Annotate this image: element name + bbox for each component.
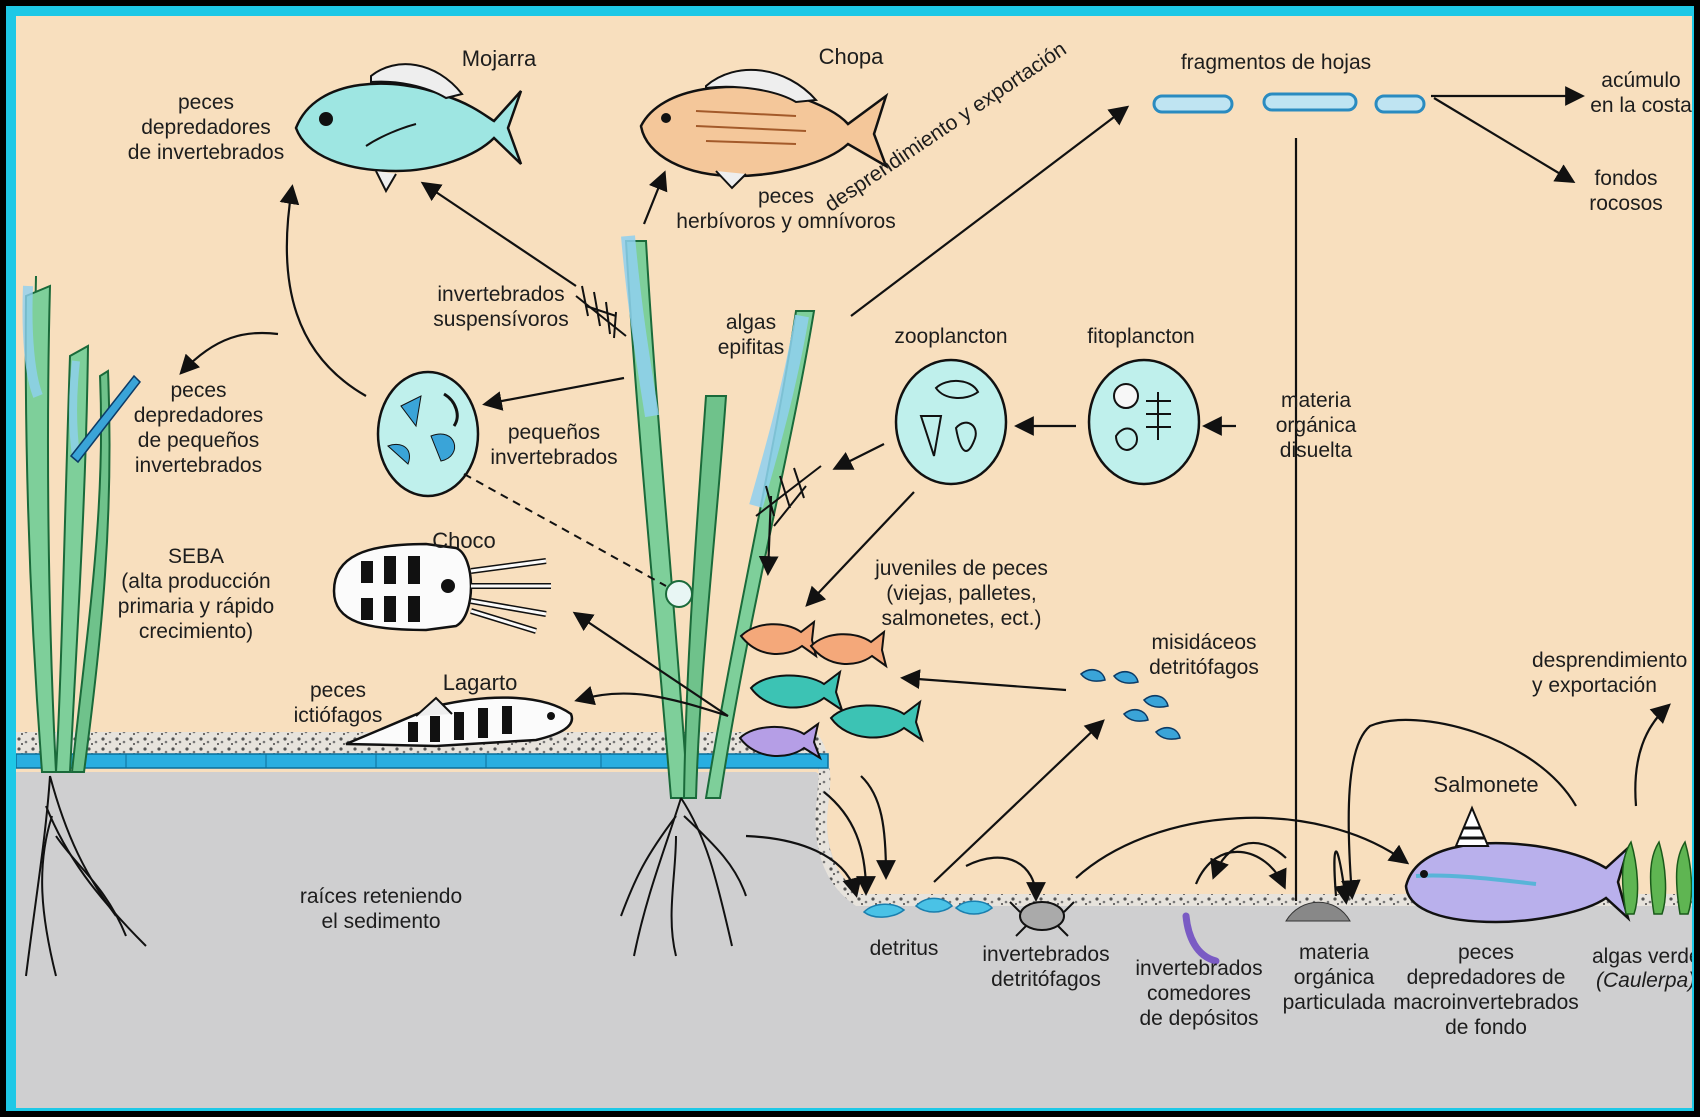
label-misidaceos: misidáceos detritófagos — [1134, 630, 1274, 680]
label-peces-herbivoros: peces herbívoros y omnívoros — [646, 184, 926, 234]
mojarra-fish — [296, 64, 521, 191]
label-invert-detritofagos: invertebrados detritófagos — [971, 942, 1121, 992]
label-desprendimiento-2: desprendimiento y exportación — [1532, 648, 1692, 698]
label-invert-comedores: invertebrados comedores de depósitos — [1124, 956, 1274, 1031]
label-fondos-rocosos: fondos rocosos — [1576, 166, 1676, 216]
label-invert-suspensivoros: invertebrados suspensívoros — [416, 282, 586, 332]
choco-cuttlefish — [334, 544, 551, 631]
small-invertebrates-circle — [378, 372, 478, 496]
label-peces-dep-pequenos: peces depredadores de pequeños invertebr… — [111, 378, 286, 478]
juvenile-fishes — [740, 622, 922, 758]
label-seba: SEBA (alta producción primaria y rápido … — [111, 544, 281, 644]
diagram-panel: Mojarra Chopa fragmentos de hojas acúmul… — [16, 16, 1692, 1108]
label-raices: raíces reteniendo el sedimento — [266, 884, 496, 934]
label-juveniles: juveniles de peces (viejas, palletes, sa… — [854, 556, 1069, 631]
label-detritus: detritus — [854, 936, 954, 961]
label-materia-particulada: materia orgánica particulada — [1274, 940, 1394, 1015]
label-pequenos-invert: pequeños invertebrados — [484, 420, 624, 470]
salmonete-fish — [1406, 808, 1628, 922]
label-caulerpa: (Caulerpa) — [1596, 968, 1692, 993]
label-algas-epifitas: algas epifitas — [706, 310, 796, 360]
label-salmonete: Salmonete — [1426, 772, 1546, 797]
label-mojarra: Mojarra — [444, 46, 554, 71]
leaf-fragments — [1154, 94, 1424, 112]
water-line — [16, 754, 828, 768]
label-zooplancton: zooplancton — [876, 324, 1026, 349]
phytoplankton-circle — [1089, 360, 1199, 484]
caulerpa-algae — [1623, 842, 1692, 914]
label-materia-disuelta: materia orgánica disuelta — [1261, 388, 1371, 463]
label-peces-dep-macroinvert: peces depredadores de macroinvertebrados… — [1386, 940, 1586, 1040]
zooplankton-circle — [896, 360, 1006, 484]
label-chopa: Chopa — [806, 44, 896, 69]
label-fragmentos-hojas: fragmentos de hojas — [1156, 50, 1396, 75]
chopa-fish — [641, 70, 886, 188]
label-acumulo-costa: acúmulo en la costa — [1586, 68, 1692, 118]
label-choco: Choco — [424, 528, 504, 553]
label-algas-verdes: algas verdes — [1592, 944, 1692, 969]
seba-seagrass-left — [26, 276, 110, 772]
label-lagarto: Lagarto — [430, 670, 530, 695]
label-fitoplancton: fitoplancton — [1066, 324, 1216, 349]
label-peces-dep-invert: peces depredadores de invertebrados — [106, 90, 306, 165]
label-peces-ictiofagos: peces ictiófagos — [288, 678, 388, 728]
